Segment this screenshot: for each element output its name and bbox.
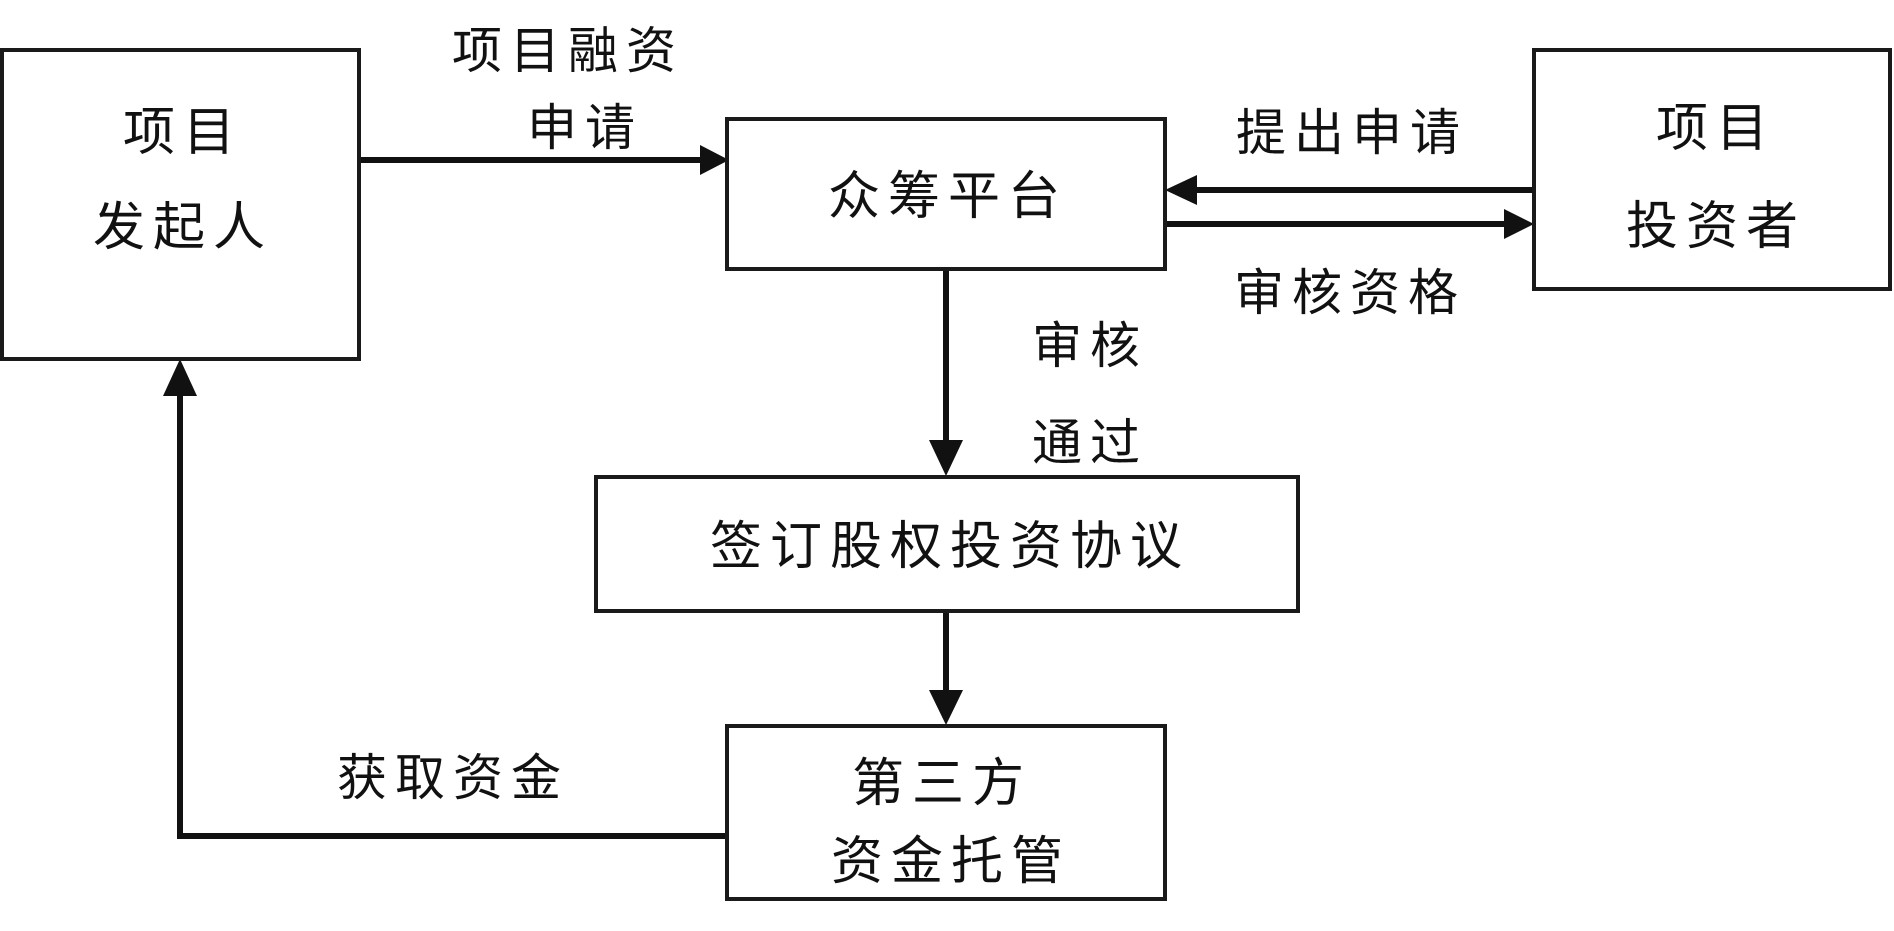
arrowhead-right-icon — [1504, 209, 1534, 239]
node-investor: 项目 投资者 — [1532, 48, 1892, 291]
arrowhead-right-icon — [700, 145, 729, 175]
arrowhead-left-icon — [1165, 175, 1197, 205]
edge-submit-application-label: 提出申请 — [1236, 104, 1468, 162]
node-initiator-line1: 项目 — [123, 103, 243, 163]
node-investor-line1: 项目 — [1656, 99, 1776, 159]
edge-obtain-funds-line — [177, 396, 727, 839]
edge-financing-request-label-line1: 项目融资 — [452, 22, 684, 80]
arrowhead-down-icon — [929, 690, 963, 725]
node-investor-line2: 投资者 — [1626, 197, 1806, 257]
connectors — [163, 145, 1534, 839]
edge-review-qualification-label: 审核资格 — [1234, 264, 1466, 322]
arrowhead-up-icon — [163, 359, 197, 396]
edge-labels: 项目融资 申请 提出申请 审核资格 审核 通过 获取资金 — [337, 22, 1468, 807]
node-custody: 第三方 资金托管 — [725, 724, 1167, 901]
edge-review-passed-label-line1: 审核 — [1032, 317, 1148, 375]
node-initiator-line2: 发起人 — [93, 198, 273, 258]
arrowhead-down-icon — [929, 440, 963, 476]
node-platform: 众筹平台 — [725, 117, 1167, 271]
node-agreement: 签订股权投资协议 — [594, 475, 1300, 613]
node-custody-line1: 第三方 — [852, 754, 1032, 814]
node-initiator: 项目 发起人 — [0, 48, 361, 361]
node-agreement-label: 签订股权投资协议 — [710, 517, 1190, 577]
node-custody-line2: 资金托管 — [831, 832, 1071, 892]
edge-financing-request-label-line2: 申请 — [527, 99, 643, 157]
node-platform-label: 众筹平台 — [828, 167, 1068, 227]
edge-obtain-funds-label: 获取资金 — [337, 749, 569, 807]
edge-review-passed-label-line2: 通过 — [1032, 414, 1148, 472]
